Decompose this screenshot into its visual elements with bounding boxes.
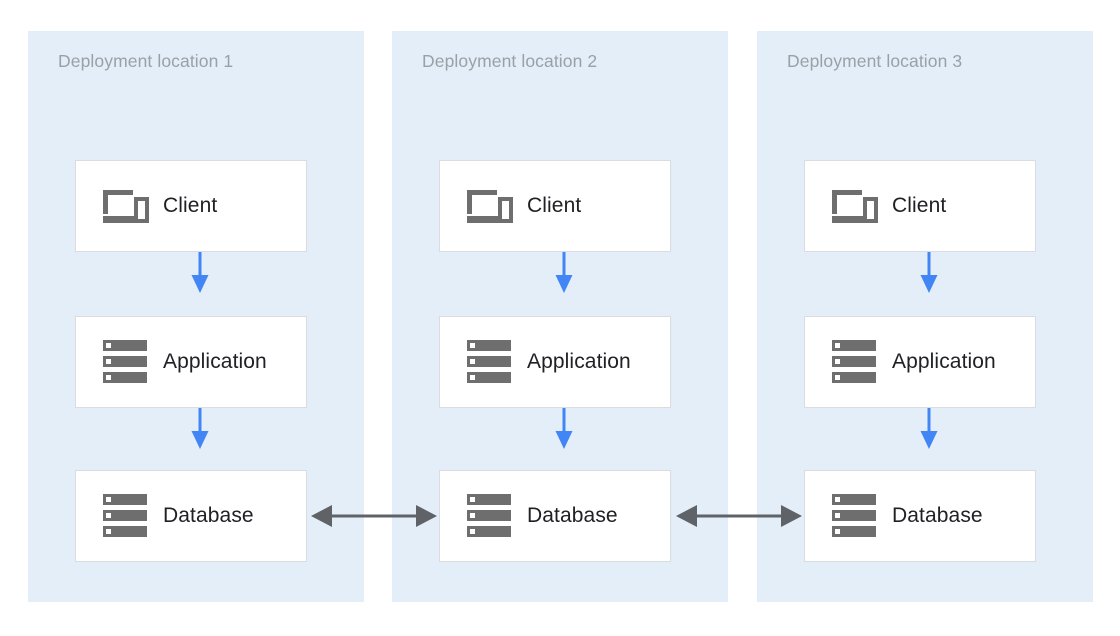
client-devices-icon	[832, 183, 878, 229]
panel-title-1: Deployment location 1	[58, 51, 234, 71]
node-database-1[interactable]: Database	[75, 470, 307, 562]
arrow-database-2-to-database-3	[675, 498, 803, 534]
server-stack-icon	[103, 339, 149, 385]
server-stack-icon	[832, 339, 878, 385]
server-stack-icon	[467, 493, 513, 539]
node-database-3[interactable]: Database	[804, 470, 1036, 562]
node-client-3[interactable]: Client	[804, 160, 1036, 252]
arrow-application-to-database-1	[189, 408, 211, 450]
node-label-database-2: Database	[527, 504, 618, 527]
panel-title-3: Deployment location 3	[787, 51, 963, 71]
server-stack-icon	[103, 493, 149, 539]
arrow-database-1-to-database-2	[310, 498, 438, 534]
node-application-1[interactable]: Application	[75, 316, 307, 408]
deployment-location-panel-2: Deployment location 2 Client	[392, 31, 728, 602]
node-label-client-2: Client	[527, 194, 582, 217]
node-application-3[interactable]: Application	[804, 316, 1036, 408]
panel-title-2: Deployment location 2	[422, 51, 598, 71]
node-application-2[interactable]: Application	[439, 316, 671, 408]
node-label-application-1: Application	[163, 350, 267, 373]
arrow-application-to-database-2	[553, 408, 575, 450]
node-client-1[interactable]: Client	[75, 160, 307, 252]
node-label-application-3: Application	[892, 350, 996, 373]
node-label-database-1: Database	[163, 504, 254, 527]
client-devices-icon	[467, 183, 513, 229]
arrow-client-to-application-2	[553, 252, 575, 294]
node-label-client-3: Client	[892, 194, 947, 217]
arrow-client-to-application-3	[918, 252, 940, 294]
node-client-2[interactable]: Client	[439, 160, 671, 252]
node-database-2[interactable]: Database	[439, 470, 671, 562]
arrow-client-to-application-1	[189, 252, 211, 294]
node-label-client-1: Client	[163, 194, 218, 217]
client-devices-icon	[103, 183, 149, 229]
deployment-location-panel-3: Deployment location 3 Client	[757, 31, 1093, 602]
node-label-database-3: Database	[892, 504, 983, 527]
arrow-application-to-database-3	[918, 408, 940, 450]
node-label-application-2: Application	[527, 350, 631, 373]
server-stack-icon	[832, 493, 878, 539]
server-stack-icon	[467, 339, 513, 385]
deployment-location-panel-1: Deployment location 1 Client	[28, 31, 364, 602]
